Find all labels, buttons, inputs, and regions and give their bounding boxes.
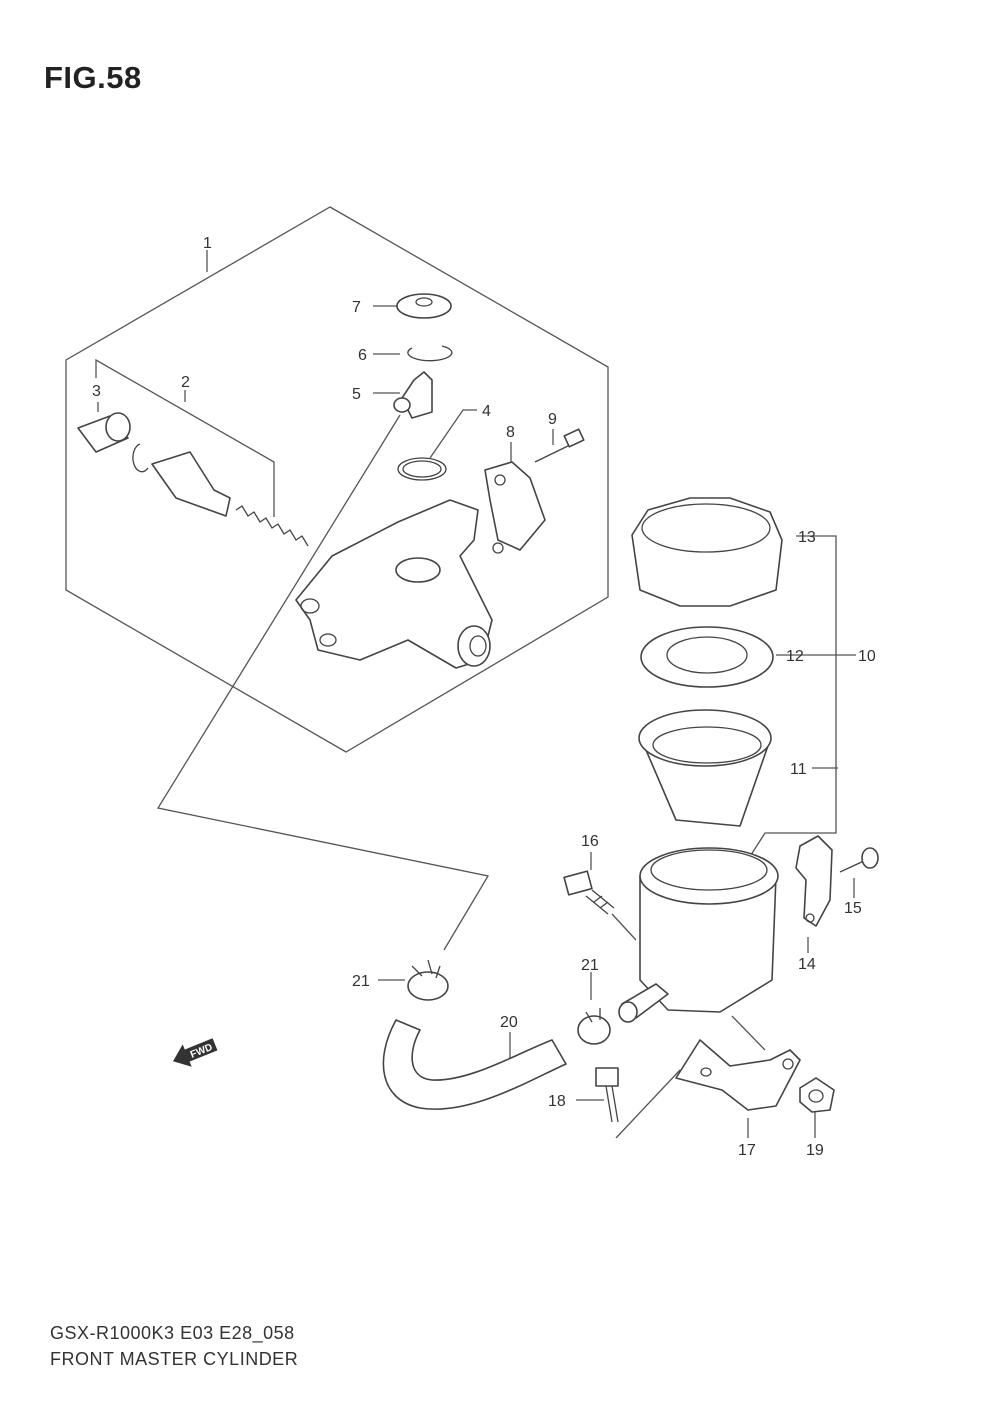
part-circlip-large (132, 443, 149, 473)
part-piston-spring (151, 451, 309, 547)
callout-21-lower: 21 (581, 957, 599, 974)
callout-13: 13 (798, 529, 816, 546)
part-reservoir (618, 847, 779, 1023)
part-hose-clamp-lower (577, 1008, 611, 1045)
footer-model-code: GSX-R1000K3 E03 E28_058 (50, 1323, 295, 1343)
part-elbow-connector (393, 371, 433, 419)
callout-20: 20 (500, 1014, 518, 1031)
callout-9: 9 (548, 411, 557, 428)
footer-section-name: FRONT MASTER CYLINDER (50, 1349, 299, 1369)
leader-lines (95, 250, 856, 1139)
callout-11: 11 (790, 761, 807, 778)
callout-14: 14 (798, 956, 816, 973)
part-hose (382, 1019, 567, 1110)
part-o-ring (397, 457, 447, 481)
callout-21-upper: 21 (352, 973, 370, 990)
part-cap-seal (396, 293, 452, 319)
part-reservoir-cap (631, 497, 783, 607)
part-bolt-16 (563, 870, 615, 915)
callout-labels: 1 2 3 4 5 6 7 8 9 10 11 12 13 14 15 16 1… (92, 235, 876, 1159)
callout-6: 6 (358, 347, 367, 364)
part-hose-clamp-upper (407, 959, 449, 1001)
fwd-direction-marker: FWD (172, 1038, 218, 1067)
part-bolt-9 (534, 428, 585, 463)
part-nut-19 (799, 1077, 835, 1113)
callout-2: 2 (181, 374, 190, 391)
part-circlip-small (407, 345, 453, 362)
assembly-kit-outline (65, 206, 609, 753)
callout-15: 15 (844, 900, 862, 917)
callout-5: 5 (352, 386, 361, 403)
callout-10: 10 (858, 648, 876, 665)
part-diaphragm (638, 709, 772, 827)
callout-4: 4 (482, 403, 491, 420)
part-master-cylinder-body (295, 499, 493, 669)
part-piston-cup (77, 412, 131, 453)
part-clamp-holder (484, 461, 546, 554)
callout-16: 16 (581, 833, 599, 850)
callout-12: 12 (786, 648, 804, 665)
arrow-icon (172, 1038, 218, 1067)
part-bracket-17 (675, 1039, 801, 1111)
part-bolt-18 (595, 1067, 619, 1123)
fwd-label: FWD (189, 1042, 214, 1061)
callout-19: 19 (806, 1142, 824, 1159)
part-bracket-14 (795, 835, 833, 927)
callout-1: 1 (203, 235, 212, 252)
callout-3: 3 (92, 383, 101, 400)
callout-17: 17 (738, 1142, 756, 1159)
part-plate (640, 626, 774, 688)
callout-18: 18 (548, 1093, 566, 1110)
callout-7: 7 (352, 299, 361, 316)
figure-title: FIG.58 (44, 60, 142, 95)
part-screw-15 (839, 847, 879, 873)
callout-8: 8 (506, 424, 515, 441)
